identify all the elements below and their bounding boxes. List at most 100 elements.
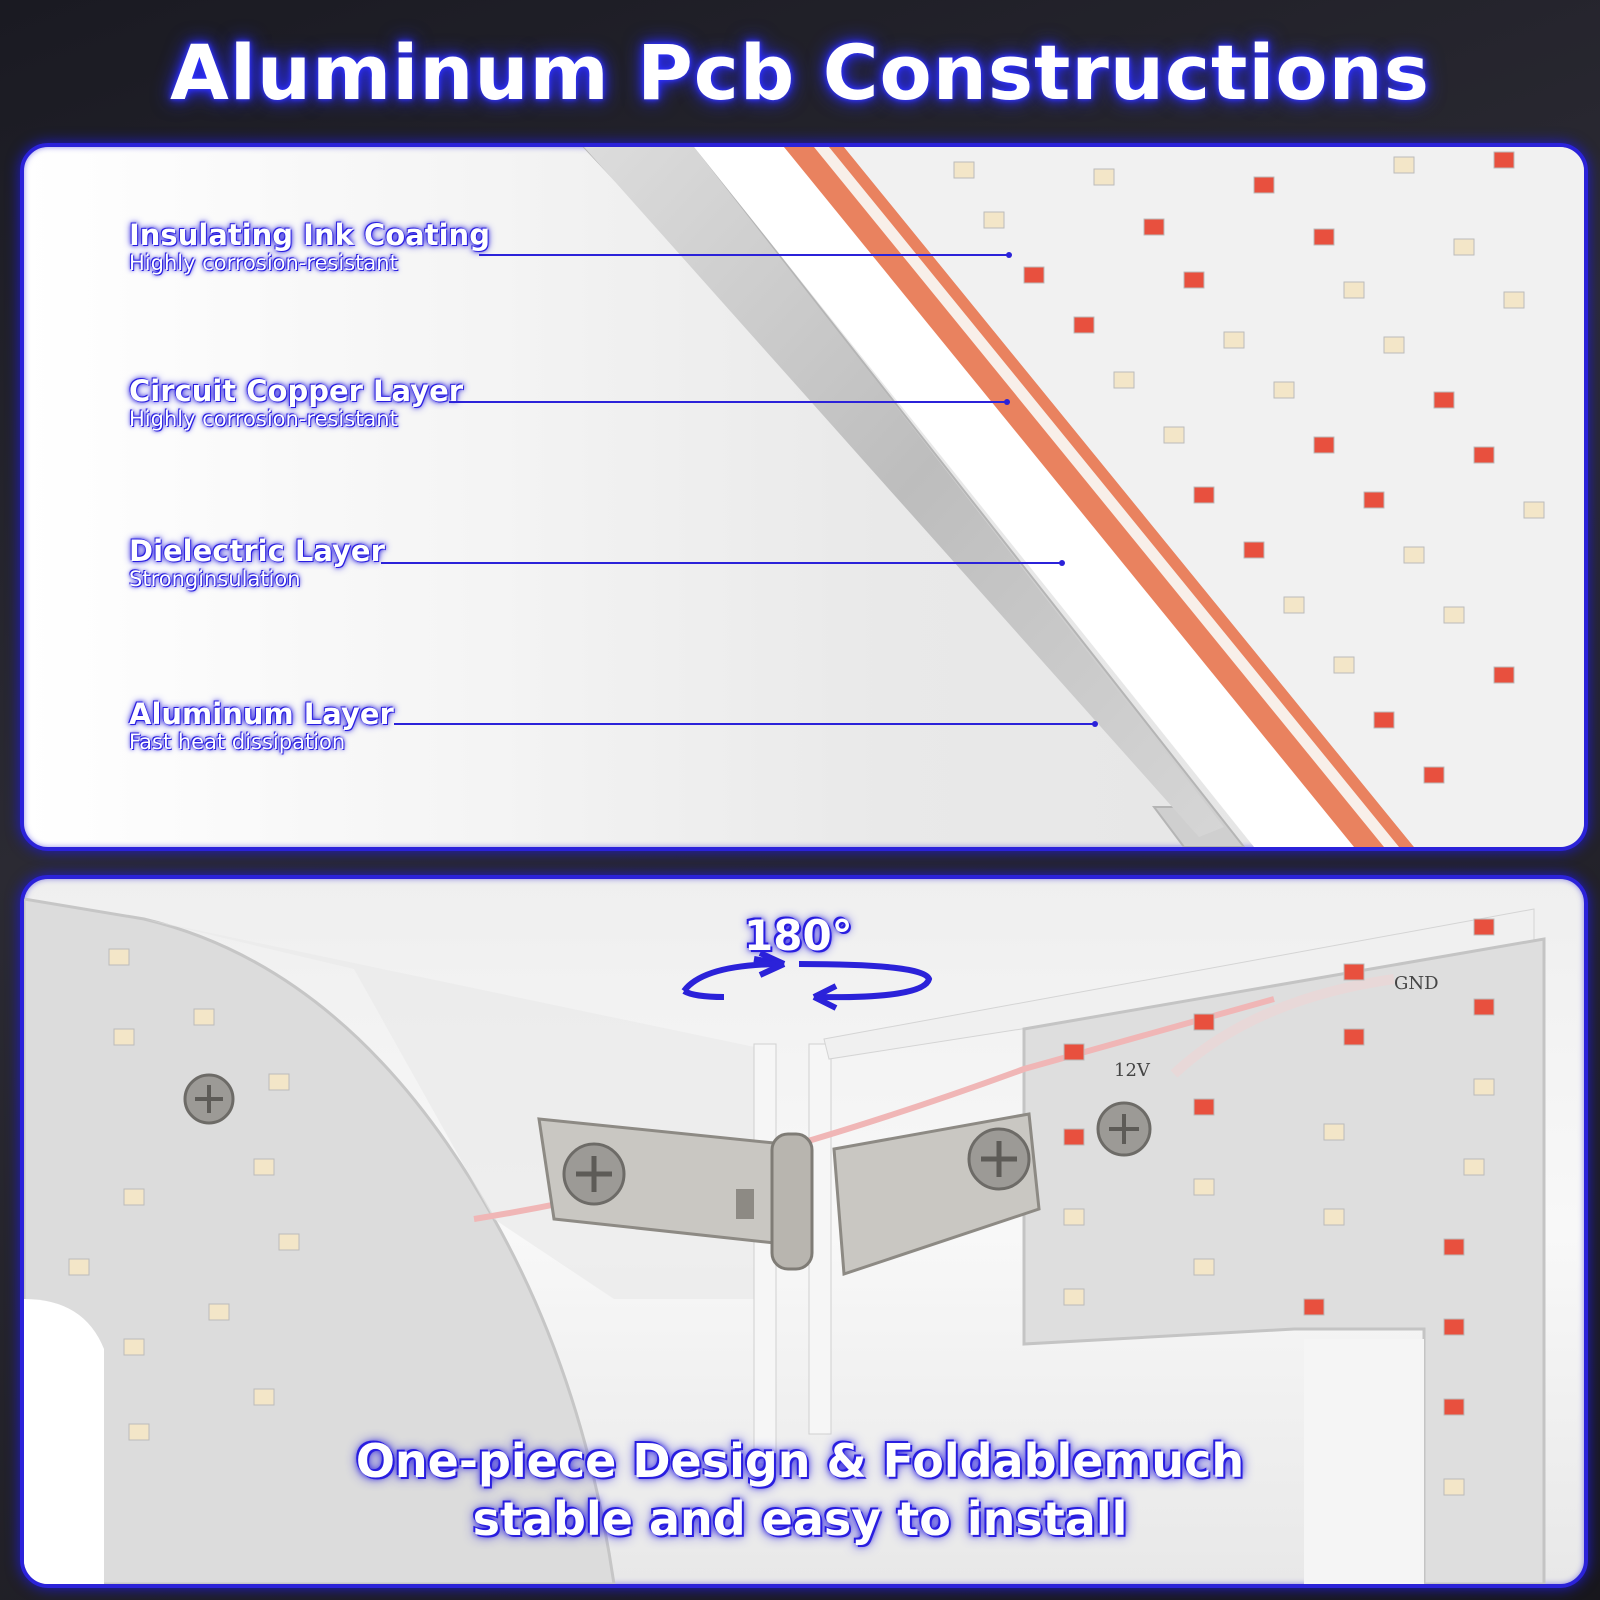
led-chip — [1063, 1288, 1085, 1306]
led-chip — [253, 1158, 275, 1176]
led-chip — [1323, 1208, 1345, 1226]
led-chip — [1383, 336, 1405, 354]
leader-dot — [1004, 399, 1010, 405]
led-chip — [278, 1233, 300, 1251]
led-chip — [1223, 331, 1245, 349]
led-chip — [1303, 1298, 1325, 1316]
led-chip — [1473, 918, 1495, 936]
led-chip — [1343, 963, 1365, 981]
led-chip — [1333, 656, 1355, 674]
led-chip — [123, 1338, 145, 1356]
screw-icon — [1096, 1101, 1152, 1157]
layer-description: Highly corrosion-resistant — [129, 407, 398, 431]
layer-description: Stronginsulation — [129, 567, 301, 591]
leader-line — [394, 723, 1094, 725]
layer-insulating-ink: Insulating Ink Coating Highly corrosion-… — [129, 219, 490, 275]
led-chip — [1403, 546, 1425, 564]
led-chip — [1443, 1478, 1465, 1496]
led-chip — [1473, 998, 1495, 1016]
led-chip — [1193, 486, 1215, 504]
led-chip — [1423, 766, 1445, 784]
led-chip — [68, 1258, 90, 1276]
led-chip — [1363, 491, 1385, 509]
led-chip — [1113, 371, 1135, 389]
layer-circuit-copper: Circuit Copper Layer Highly corrosion-re… — [129, 375, 463, 431]
foldable-hinge-panel: 12V GND 180° — [20, 875, 1588, 1588]
led-chip — [1193, 1013, 1215, 1031]
led-chip — [128, 1423, 150, 1441]
led-chip — [1313, 228, 1335, 246]
caption-line-2: stable and easy to install — [472, 1492, 1128, 1546]
led-chip — [1503, 291, 1525, 309]
led-chip — [1343, 1028, 1365, 1046]
led-chip — [1453, 238, 1475, 256]
led-chip — [1063, 1128, 1085, 1146]
led-chip — [1343, 281, 1365, 299]
led-chip — [1073, 316, 1095, 334]
layer-name: Circuit Copper Layer — [129, 374, 464, 408]
rotate-arrows-icon — [681, 950, 933, 1011]
led-chip — [983, 211, 1005, 229]
layer-description: Fast heat dissipation — [129, 730, 346, 754]
led-chip — [1463, 1158, 1485, 1176]
led-chip — [1023, 266, 1045, 284]
led-chip — [1163, 426, 1185, 444]
led-chip — [1323, 1123, 1345, 1141]
leader-dot — [1092, 721, 1098, 727]
led-chip — [1143, 218, 1165, 236]
board-ground-label: GND — [1394, 973, 1439, 994]
leader-line — [449, 401, 1007, 403]
led-chip — [1273, 381, 1295, 399]
led-chip — [1443, 1398, 1465, 1416]
led-chip — [1243, 541, 1265, 559]
led-chip — [1443, 606, 1465, 624]
led-chip — [1473, 1078, 1495, 1096]
led-chip — [1183, 271, 1205, 289]
leader-line — [479, 254, 1009, 256]
led-chip — [1443, 1318, 1465, 1336]
led-chip — [1443, 1238, 1465, 1256]
layer-description: Highly corrosion-resistant — [129, 251, 398, 275]
led-chip — [953, 161, 975, 179]
layer-aluminum: Aluminum Layer Fast heat dissipation — [129, 698, 394, 754]
led-chip — [1493, 151, 1515, 169]
layer-name: Insulating Ink Coating — [129, 218, 490, 252]
led-chip — [268, 1073, 290, 1091]
led-chip — [1373, 711, 1395, 729]
led-chip — [1283, 596, 1305, 614]
led-grid — [953, 151, 1545, 784]
led-chip — [1433, 391, 1455, 409]
led-chip — [1093, 168, 1115, 186]
led-chip — [108, 948, 130, 966]
led-chip — [253, 1388, 275, 1406]
led-chip — [208, 1303, 230, 1321]
led-chip — [1493, 666, 1515, 684]
pcb-cross-section-illustration — [582, 147, 1584, 847]
led-chip — [1193, 1098, 1215, 1116]
leader-line — [381, 562, 1061, 564]
layer-name: Aluminum Layer — [129, 697, 394, 731]
caption-line-1: One-piece Design & Foldablemuch — [355, 1434, 1245, 1488]
led-chip — [1193, 1178, 1215, 1196]
screw-icon — [183, 1073, 235, 1125]
led-chip — [193, 1008, 215, 1026]
led-chip — [1523, 501, 1545, 519]
led-chip — [1063, 1043, 1085, 1061]
design-caption: One-piece Design & Foldablemuch stable a… — [300, 1432, 1300, 1548]
led-chip — [1393, 156, 1415, 174]
led-chip — [1313, 436, 1335, 454]
led-chip — [113, 1028, 135, 1046]
led-chip — [1063, 1208, 1085, 1226]
screw-icon — [967, 1127, 1031, 1191]
pcb-layers-panel: Insulating Ink Coating Highly corrosion-… — [20, 143, 1588, 851]
led-chip — [123, 1188, 145, 1206]
layer-dielectric: Dielectric Layer Stronginsulation — [129, 535, 385, 591]
page-title: Aluminum Pcb Constructions — [170, 28, 1430, 117]
hinge-illustration: 12V GND — [24, 897, 1546, 1584]
leader-dot — [1006, 252, 1012, 258]
leader-dot — [1059, 560, 1065, 566]
led-chip — [1193, 1258, 1215, 1276]
led-chip — [1473, 446, 1495, 464]
board-voltage-label: 12V — [1114, 1060, 1151, 1081]
layer-name: Dielectric Layer — [129, 534, 385, 568]
